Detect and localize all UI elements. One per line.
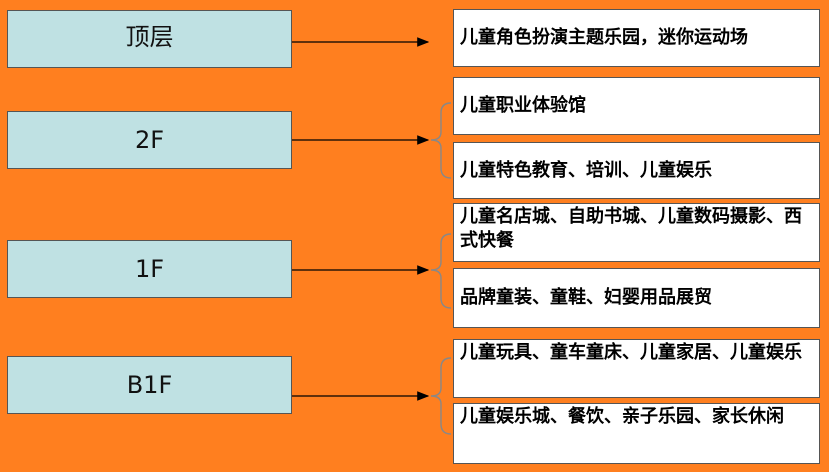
desc-text-top-1: 儿童角色扮演主题乐园，迷你运动场	[460, 27, 748, 48]
floor-label-top: 顶层	[125, 23, 174, 51]
floor-label-1f: 1F	[134, 255, 165, 283]
brace-1f	[430, 233, 452, 309]
floor-box-top: 顶层	[7, 10, 292, 68]
desc-box-2f-2: 儿童特色教育、培训、儿童娱乐	[453, 142, 820, 199]
desc-text-2f-2: 儿童特色教育、培训、儿童娱乐	[460, 159, 712, 181]
floor-label-2f: 2F	[134, 126, 165, 154]
desc-box-b1f-1: 儿童玩具、童车童床、儿童家居、儿童娱乐	[453, 339, 820, 398]
desc-text-2f-1: 儿童职业体验馆	[460, 95, 586, 116]
desc-box-1f-2: 品牌童装、童鞋、妇婴用品展贸	[453, 268, 820, 328]
floor-label-b1f: B1F	[126, 371, 173, 399]
floor-box-1f: 1F	[7, 240, 292, 298]
desc-box-1f-1: 儿童名店城、自助书城、儿童数码摄影、西式快餐	[453, 203, 820, 262]
desc-text-1f-1: 儿童名店城、自助书城、儿童数码摄影、西式快餐	[460, 206, 802, 251]
desc-box-top-1: 儿童角色扮演主题乐园，迷你运动场	[453, 9, 820, 67]
desc-text-1f-2: 品牌童装、童鞋、妇婴用品展贸	[460, 287, 712, 308]
desc-box-b1f-2: 儿童娱乐城、餐饮、亲子乐园、家长休闲	[453, 403, 820, 464]
desc-box-2f-1: 儿童职业体验馆	[453, 77, 820, 135]
floor-box-b1f: B1F	[7, 356, 292, 414]
desc-text-b1f-1: 儿童玩具、童车童床、儿童家居、儿童娱乐	[460, 342, 802, 363]
brace-b1f	[430, 357, 452, 435]
floor-box-2f: 2F	[7, 111, 292, 169]
brace-2f	[430, 102, 452, 179]
desc-text-b1f-2: 儿童娱乐城、餐饮、亲子乐园、家长休闲	[460, 406, 784, 427]
